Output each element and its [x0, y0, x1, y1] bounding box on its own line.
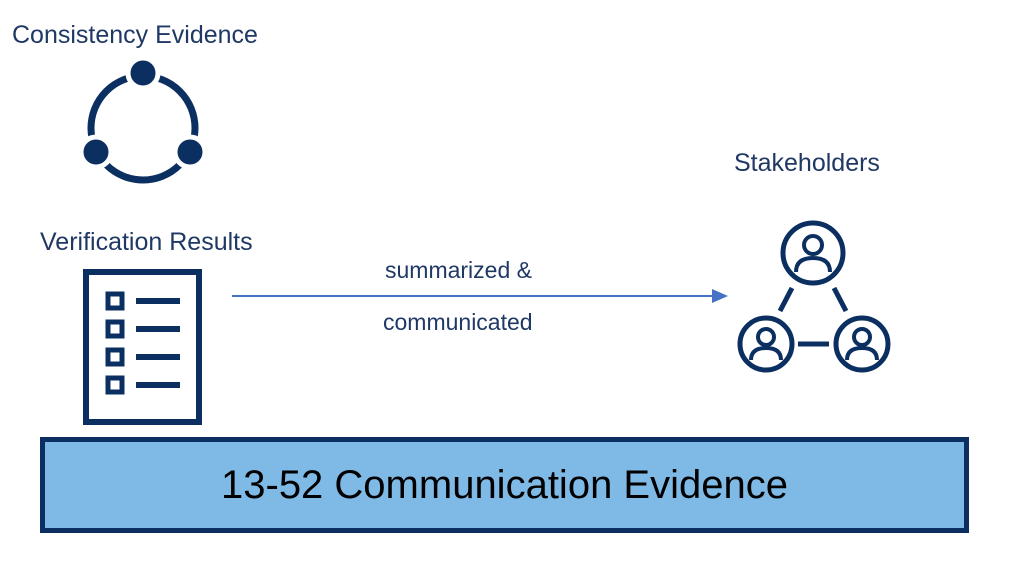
person-icon: [737, 315, 795, 373]
communication-evidence-banner: 13-52 Communication Evidence: [40, 437, 969, 533]
share-network-icon: [78, 55, 208, 184]
stakeholders-title: Stakeholders: [734, 149, 880, 177]
people-network-icon: [737, 220, 891, 373]
person-icon: [780, 220, 846, 286]
checklist-icon: [83, 269, 202, 425]
person-icon: [833, 315, 891, 373]
flow-label-line1: summarized &: [385, 257, 532, 283]
flow-label-line2: communicated: [383, 309, 533, 335]
banner-text: 13-52 Communication Evidence: [221, 463, 788, 507]
verification-results-title: Verification Results: [40, 228, 253, 256]
consistency-evidence-title: Consistency Evidence: [12, 21, 258, 49]
flow-arrow: [232, 289, 728, 303]
